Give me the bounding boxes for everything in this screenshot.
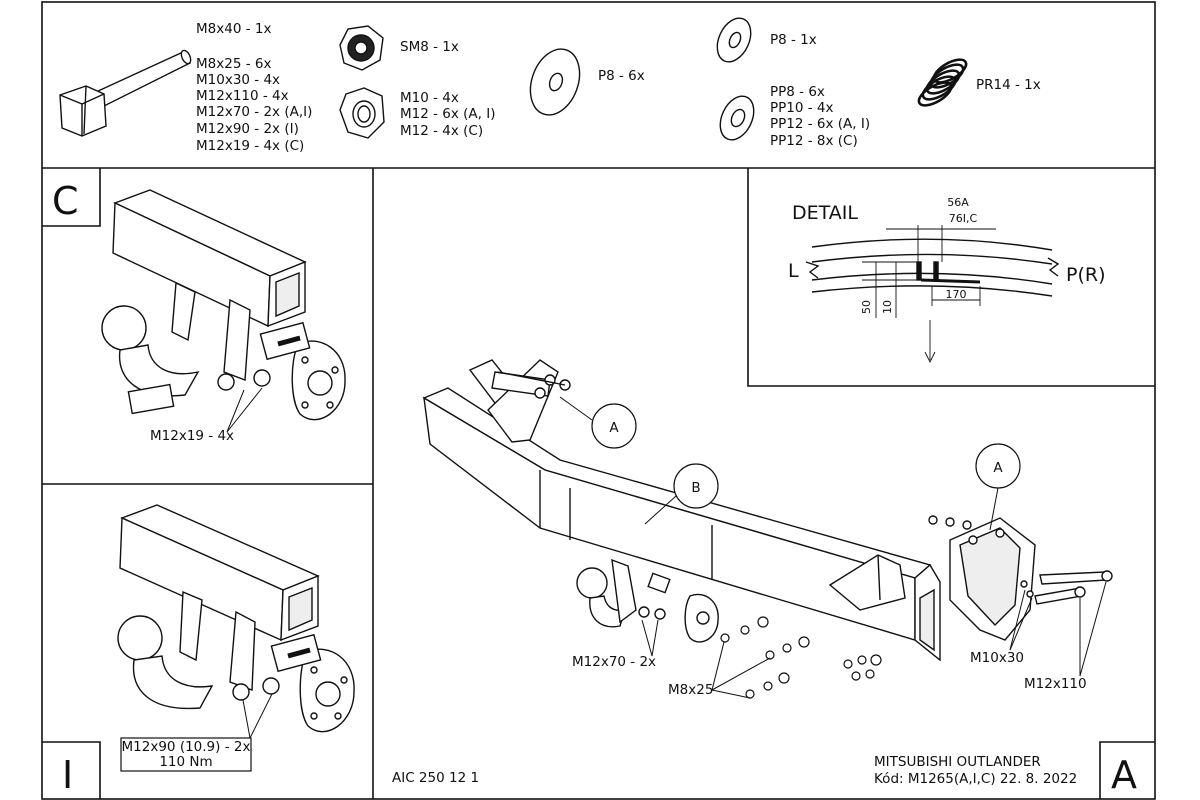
detail-dim-50: 50	[860, 300, 873, 314]
panel-letter-c: C	[52, 179, 79, 223]
right-beam-bracket	[828, 554, 906, 611]
detail-beam	[805, 238, 1060, 297]
nut-label-m10: M10 - 4x	[400, 90, 459, 106]
panel-variant-i: I M12x90 (10.9) - 2x 110 Nm	[62, 504, 355, 797]
hitch-assembly-i	[117, 504, 355, 733]
spring-washer-label-pp8: PP8 - 6x	[770, 84, 825, 100]
nut-label-m12-ai: M12 - 6x (A, I)	[400, 106, 495, 122]
spring-washer-label-pp10: PP10 - 4x	[770, 100, 834, 116]
large-washer-label: P8 - 6x	[598, 68, 645, 84]
panel-variant-c: C M12x19 - 4x	[52, 179, 346, 444]
parts-list: M8x40 - 1x M8x25 - 6x M10x30 - 4x M12x11…	[59, 17, 1041, 154]
loose-hardware	[720, 616, 882, 699]
bolt-label-m12x70: M12x70 - 2x (A,I)	[196, 104, 312, 120]
bolt-label-m8x40: M8x40 - 1x	[196, 21, 271, 37]
panel-i-callout-line1: M12x90 (10.9) - 2x	[122, 739, 251, 755]
bolt-label-m12x19: M12x19 - 4x (C)	[196, 138, 304, 154]
detail-view: DETAIL 56A 76I,C L	[788, 196, 1105, 364]
right-side-bracket	[928, 515, 1113, 641]
bolt-label-m12x90: M12x90 - 2x (I)	[196, 121, 299, 137]
bolt-icon	[59, 49, 192, 137]
spring-label: PR14 - 1x	[976, 77, 1041, 93]
panel-c-callout: M12x19 - 4x	[150, 428, 234, 444]
spring-washer-icon	[719, 95, 755, 141]
detail-dim-10: 10	[881, 300, 894, 314]
code-and-date: Kód: M1265(A,I,C) 22. 8. 2022	[874, 771, 1077, 787]
detail-dim-56a: 56A	[947, 196, 969, 209]
sheet-letter: A	[1111, 753, 1137, 797]
hitch-assembly-c	[101, 189, 346, 421]
callout-bubbles	[591, 403, 1021, 509]
crossbar-beam	[422, 387, 941, 662]
callout-m10x30: M10x30	[970, 650, 1024, 666]
self-locking-nut-icon	[339, 25, 384, 71]
bubble-b: B	[691, 480, 700, 496]
left-mount-bracket	[468, 359, 571, 443]
detail-right-side: P(R)	[1066, 264, 1105, 286]
main-assembly: A B A M12x70 - 2x M8x25 M10x30 M12x110	[422, 359, 1113, 699]
panel-i-callout-line2: 110 Nm	[159, 754, 212, 770]
bolt-label-m12x110: M12x110 - 4x	[196, 88, 289, 104]
drawing-frame	[41, 1, 1156, 800]
detail-title: DETAIL	[792, 202, 858, 224]
detail-left-side: L	[788, 260, 799, 282]
spring-washer-label-pp12-ai: PP12 - 6x (A, I)	[770, 116, 870, 132]
title-block: AIC 250 12 1 MITSUBISHI OUTLANDER Kód: M…	[392, 753, 1137, 797]
bolt-label-m10x30: M10x30 - 4x	[196, 72, 280, 88]
large-washer-icon	[529, 48, 581, 116]
tow-ball-main	[576, 558, 719, 643]
leader-lines	[559, 396, 1107, 699]
washer-icon	[716, 17, 752, 63]
spring-washer-label-pp12-c: PP12 - 8x (C)	[770, 133, 858, 149]
callout-m12x110: M12x110	[1024, 676, 1087, 692]
detail-dim-170: 170	[946, 288, 967, 301]
vehicle-name: MITSUBISHI OUTLANDER	[874, 754, 1041, 770]
drawing-number: AIC 250 12 1	[392, 770, 479, 786]
coil-spring-icon	[917, 58, 968, 107]
bubble-a-right: A	[993, 460, 1003, 476]
self-lock-nut-label: SM8 - 1x	[400, 39, 459, 55]
callout-m8x25: M8x25	[668, 682, 713, 698]
bolt-label-m8x25: M8x25 - 6x	[196, 56, 271, 72]
washer-p8-label: P8 - 1x	[770, 32, 817, 48]
nut-label-m12-c: M12 - 4x (C)	[400, 123, 483, 139]
panel-letter-i: I	[62, 753, 73, 797]
detail-dimensions	[862, 225, 996, 364]
bubble-a-left: A	[609, 420, 619, 436]
nut-icon	[339, 87, 385, 139]
detail-dim-76ic: 76I,C	[949, 212, 978, 225]
callout-m12x70: M12x70 - 2x	[572, 654, 656, 670]
